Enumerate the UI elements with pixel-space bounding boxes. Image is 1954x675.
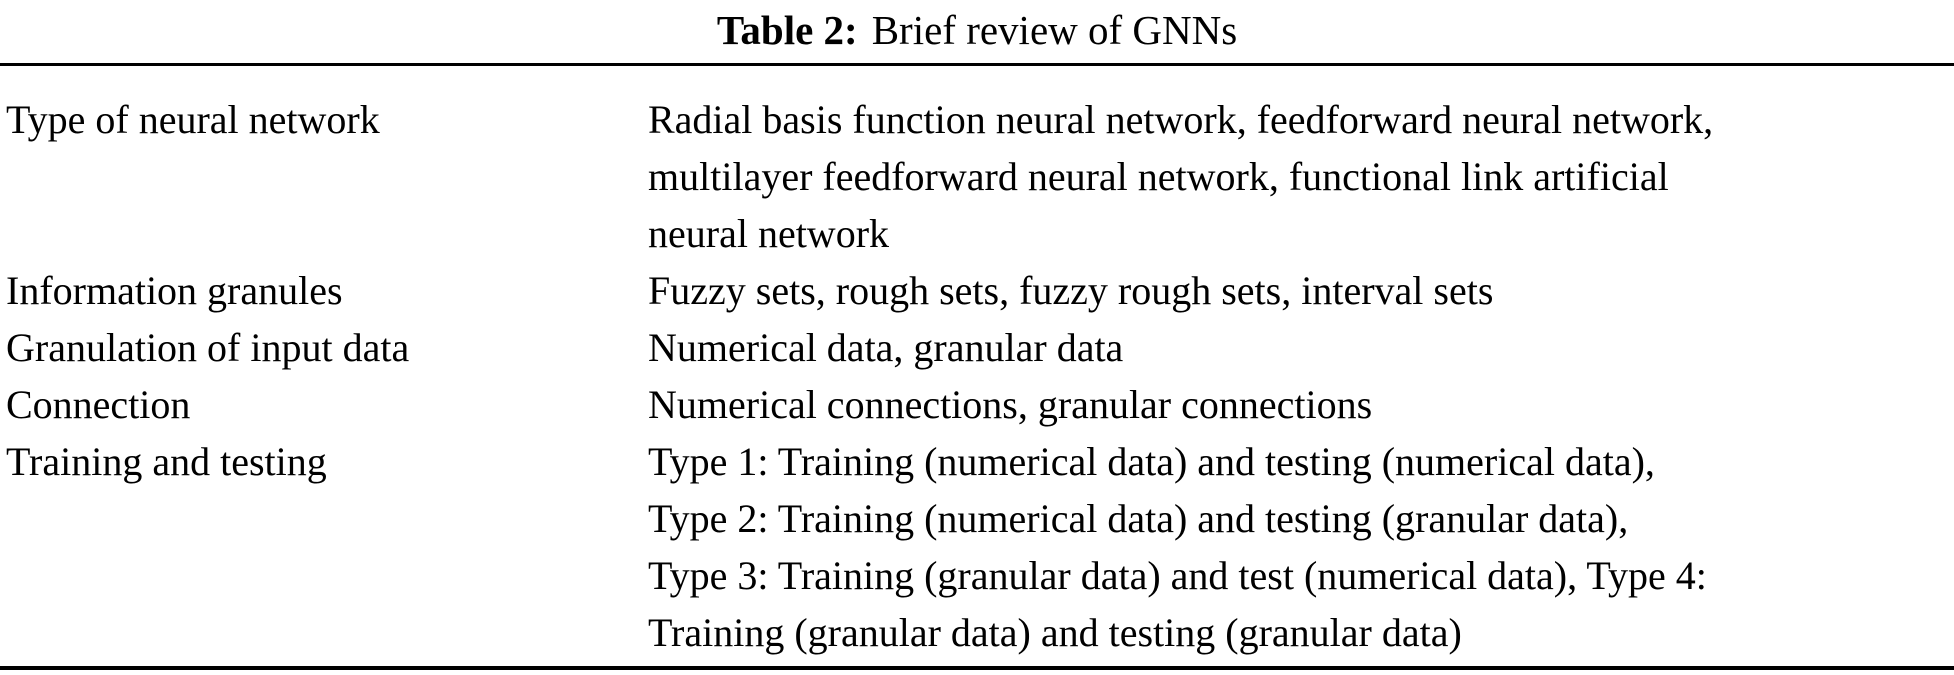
table-row: Connection Numerical connections, granul… bbox=[0, 376, 1954, 433]
row-value: Fuzzy sets, rough sets, fuzzy rough sets… bbox=[648, 268, 1494, 313]
table-caption-text: Brief review of GNNs bbox=[871, 7, 1238, 53]
row-key: Training and testing bbox=[6, 439, 327, 484]
table-bottom-rule bbox=[0, 666, 1954, 670]
row-key: Information granules bbox=[6, 268, 343, 313]
row-value: Numerical connections, granular connecti… bbox=[648, 382, 1373, 427]
table-row: Type of neural network Radial basis func… bbox=[0, 91, 1954, 262]
table-caption: Table 2: Brief review of GNNs bbox=[0, 0, 1954, 55]
row-key: Connection bbox=[6, 382, 191, 427]
row-key: Granulation of input data bbox=[6, 325, 410, 370]
table-row: Granulation of input data Numerical data… bbox=[0, 319, 1954, 376]
table-row: Training and testing Type 1: Training (n… bbox=[0, 433, 1954, 661]
table-row: Information granules Fuzzy sets, rough s… bbox=[0, 262, 1954, 319]
row-value: Radial basis function neural network, fe… bbox=[648, 97, 1714, 256]
table-body: Type of neural network Radial basis func… bbox=[0, 66, 1954, 666]
row-key: Type of neural network bbox=[6, 97, 380, 142]
row-value: Type 1: Training (numerical data) and te… bbox=[648, 439, 1707, 655]
row-value: Numerical data, granular data bbox=[648, 325, 1124, 370]
table-top-rule bbox=[0, 63, 1954, 66]
table-caption-label: Table 2: bbox=[716, 7, 858, 53]
